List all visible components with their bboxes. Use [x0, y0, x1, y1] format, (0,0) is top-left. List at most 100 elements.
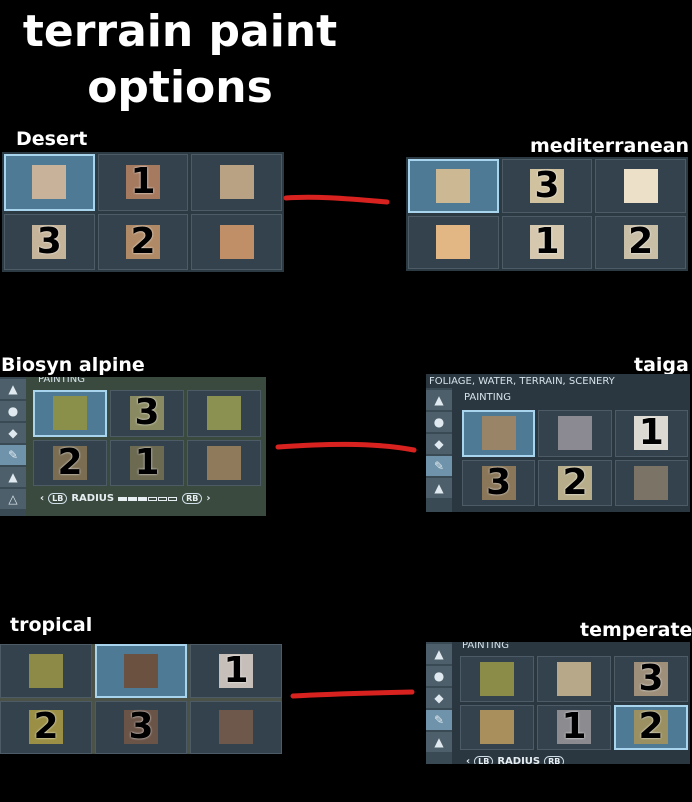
water-drop-icon[interactable]: ● — [0, 401, 26, 421]
terrain-swatch-cell[interactable] — [460, 704, 534, 750]
terrain-swatch-cell[interactable]: 2 — [538, 459, 612, 506]
swatch-rank-number: 2 — [33, 706, 59, 748]
terrain-texture-swatch — [436, 168, 471, 203]
terrain-swatch-cell[interactable] — [408, 215, 499, 269]
swatch-rank-number: 1 — [561, 706, 587, 748]
terrain-swatch-cell[interactable] — [538, 410, 612, 457]
tool-sidebar: ▲ ● ◆ ✎ ▲ △ — [0, 377, 26, 516]
page-title: terrain paint options — [22, 6, 338, 113]
terrain-swatch-cell[interactable] — [460, 656, 534, 702]
terrain-swatch-cell[interactable]: 2 — [0, 700, 92, 754]
paint-brush-icon[interactable]: ✎ — [0, 445, 26, 465]
connector-line-desert-mediterranean — [283, 194, 390, 205]
terrain-swatch-cell[interactable]: 1 — [614, 410, 688, 457]
radius-bars — [118, 493, 178, 504]
terrain-swatch-cell[interactable] — [33, 390, 107, 437]
terrain-swatch-cell[interactable]: 2 — [97, 213, 189, 270]
terrain-swatch-cell[interactable] — [187, 390, 261, 437]
tree-icon[interactable]: ▲ — [0, 379, 26, 399]
terrain-swatch-cell[interactable] — [187, 439, 261, 486]
terrain-swatch-cell[interactable] — [190, 700, 282, 754]
terrain-swatch-cell[interactable]: 3 — [462, 459, 536, 506]
terrain-swatch-cell[interactable]: 2 — [614, 704, 688, 750]
tree-icon[interactable]: ▲ — [426, 390, 452, 410]
swatch-rank-number: 3 — [128, 706, 154, 748]
chevron-left-icon[interactable]: ‹ — [40, 493, 45, 504]
painting-header: PAINTING — [462, 642, 509, 651]
lb-button[interactable]: LB — [474, 756, 494, 764]
water-drop-icon[interactable]: ● — [426, 666, 452, 686]
terrain-swatch-cell[interactable]: 2 — [595, 215, 686, 269]
terrain-icon[interactable]: ▲ — [426, 478, 452, 498]
terrain-swatch-cell[interactable]: 1 — [501, 215, 593, 269]
rb-button[interactable]: RB — [544, 756, 565, 764]
terrain-texture-swatch — [219, 710, 253, 745]
swatch-rank-number: 3 — [134, 392, 160, 434]
terrain-swatch-cell[interactable] — [4, 154, 95, 211]
terrain-texture-swatch — [529, 168, 564, 203]
painting-header: PAINTING — [464, 392, 511, 403]
terrain-swatch-cell[interactable]: 3 — [4, 213, 95, 270]
rb-button[interactable]: RB — [182, 493, 203, 504]
terrain-swatch-cell[interactable] — [462, 410, 536, 457]
terrain-texture-swatch — [124, 710, 158, 745]
sculpt-icon[interactable]: △ — [0, 489, 26, 509]
terrain-swatch-cell[interactable]: 3 — [614, 656, 688, 702]
terrain-swatch-cell[interactable]: 1 — [97, 154, 189, 211]
terrain-texture-swatch — [125, 224, 160, 259]
terrain-swatch-cell[interactable] — [408, 159, 499, 213]
swatch-rank-number: 1 — [134, 441, 160, 483]
paint-brush-icon[interactable]: ✎ — [426, 456, 452, 476]
terrain-texture-swatch — [529, 225, 564, 260]
terrain-swatch-cell[interactable]: 3 — [110, 390, 184, 437]
terrain-swatch-cell[interactable]: 1 — [537, 704, 611, 750]
label-tropical: tropical — [10, 614, 93, 636]
scenery-icon[interactable]: ◆ — [0, 423, 26, 443]
terrain-swatch-cell[interactable] — [95, 644, 187, 698]
radius-control[interactable]: ‹ LB RADIUS RB — [466, 756, 565, 764]
terrain-swatch-cell[interactable] — [191, 213, 282, 270]
radius-control[interactable]: ‹ LB RADIUS RB › — [40, 493, 211, 504]
terrain-swatch-cell[interactable] — [191, 154, 282, 211]
scenery-icon[interactable]: ◆ — [426, 434, 452, 454]
swatch-rank-number: 1 — [130, 161, 156, 203]
swatch-rank-number: 2 — [628, 221, 654, 263]
terrain-swatch-cell[interactable]: 1 — [190, 644, 282, 698]
terrain-swatch-cell[interactable] — [614, 459, 688, 506]
terrain-texture-swatch — [480, 710, 514, 745]
terrain-texture-swatch — [207, 396, 241, 431]
swatch-rank-number: 2 — [130, 220, 156, 262]
terrain-texture-swatch — [219, 224, 254, 259]
connector-line-tropical-temperate — [290, 689, 415, 699]
terrain-swatch-cell[interactable] — [595, 159, 686, 213]
terrain-texture-swatch — [29, 710, 63, 745]
terrain-swatch-cell[interactable]: 1 — [110, 439, 184, 486]
terrain-texture-swatch — [481, 416, 516, 451]
label-desert: Desert — [16, 128, 88, 150]
paint-brush-icon[interactable]: ✎ — [426, 710, 452, 730]
label-temperate: temperate — [580, 619, 692, 641]
terrain-swatch-cell[interactable]: 2 — [33, 439, 107, 486]
terrain-swatch-cell[interactable]: 3 — [95, 700, 187, 754]
terrain-texture-swatch — [634, 416, 669, 451]
lb-button[interactable]: LB — [48, 493, 68, 504]
swatch-rank-number: 2 — [57, 441, 83, 483]
water-drop-icon[interactable]: ● — [426, 412, 452, 432]
label-taiga: taiga — [634, 354, 689, 376]
terrain-swatch-cell[interactable] — [537, 656, 611, 702]
terrain-icon[interactable]: ▲ — [0, 467, 26, 487]
chevron-right-icon[interactable]: › — [206, 493, 211, 504]
terrain-icon[interactable]: ▲ — [426, 732, 452, 752]
terrain-swatch-cell[interactable]: 3 — [501, 159, 593, 213]
tree-icon[interactable]: ▲ — [426, 644, 452, 664]
terrain-texture-swatch — [623, 225, 658, 260]
terrain-texture-swatch — [29, 653, 63, 688]
scenery-icon[interactable]: ◆ — [426, 688, 452, 708]
chevron-left-icon[interactable]: ‹ — [466, 756, 471, 764]
terrain-swatch-cell[interactable] — [0, 644, 92, 698]
